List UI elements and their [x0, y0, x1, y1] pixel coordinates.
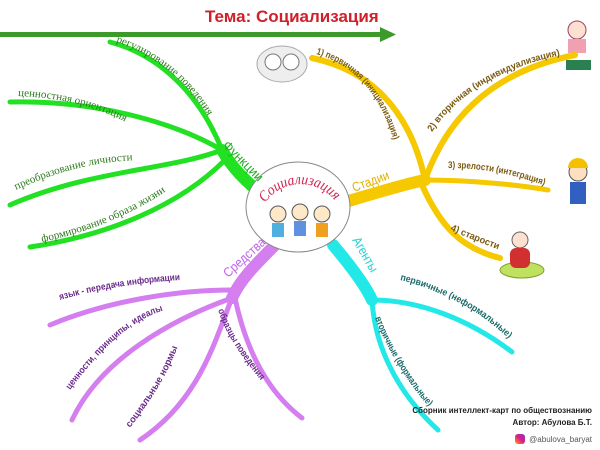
footer-instagram[interactable]: @abulova_baryat	[515, 434, 592, 444]
agents-branch	[327, 239, 515, 433]
footer-collection: Сборник интеллект-карт по обществознанию	[412, 406, 592, 415]
children-illustration	[269, 203, 331, 237]
function-item-2: ценностная ориентация	[18, 87, 129, 124]
instagram-handle[interactable]: @abulova_baryat	[529, 434, 592, 444]
center-node: Социализация	[245, 161, 351, 253]
student-illustration	[566, 20, 591, 70]
function-item-1: регулирование поведения	[115, 33, 216, 117]
instagram-icon	[515, 434, 526, 444]
stage-item-1: 1) первичная (инициализация)	[315, 46, 401, 141]
page-title: Тема: Социализация	[205, 7, 379, 26]
means-item-1: язык - передача информации	[58, 272, 181, 303]
title-arrow	[0, 27, 396, 42]
stages-branch	[309, 52, 578, 261]
babies-illustration	[256, 45, 308, 83]
worker-illustration	[568, 158, 588, 204]
means-branch	[47, 239, 305, 443]
grandmother-illustration	[499, 231, 545, 279]
means-item-3: социальные нормы	[124, 344, 181, 430]
footer-author: Автор: Абулова Б.Т.	[512, 418, 592, 427]
